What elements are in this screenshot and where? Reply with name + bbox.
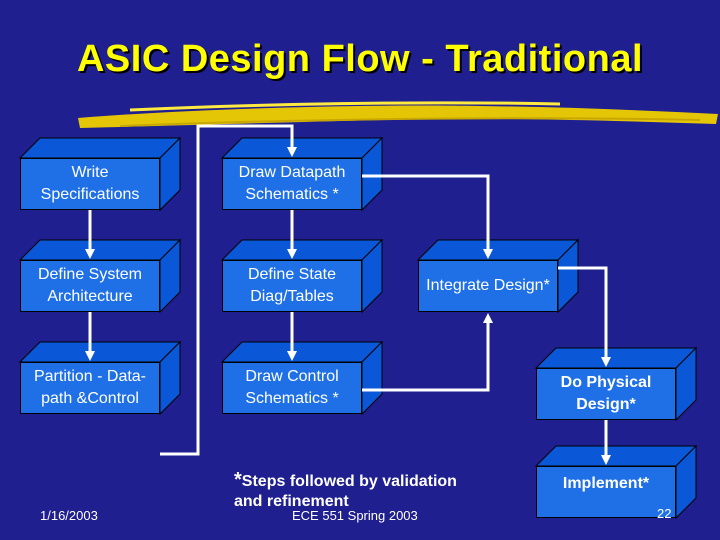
box-partition-datapath-control: Partition - Data-path &Control — [20, 362, 160, 414]
box-integrate-design: Integrate Design* — [418, 260, 558, 312]
box-implement: Implement* — [536, 466, 676, 518]
footer-page-number: 22 — [657, 506, 672, 521]
box-draw-control-schematics: Draw Control Schematics * — [222, 362, 362, 414]
box-define-system-architecture: Define System Architecture — [20, 260, 160, 312]
arrow-control-to-integrate — [362, 313, 493, 392]
loop-partition-to-datapath — [160, 124, 297, 456]
arrow-integrate-to-physical — [558, 266, 611, 367]
slide-title: ASIC Design Flow - Traditional — [76, 38, 644, 80]
footnote-line-2: and refinement — [234, 493, 349, 510]
box-write-specifications: Write Specifications — [20, 158, 160, 210]
footnote-star: * — [234, 469, 242, 491]
footer-course: ECE 551 Spring 2003 — [292, 508, 418, 523]
footnote: *Steps followed by validation and refine… — [234, 468, 457, 511]
box-depth-faces — [18, 136, 698, 520]
footer-date: 1/16/2003 — [40, 508, 98, 523]
flow-connectors — [85, 124, 611, 465]
arrow-datapath-to-integrate — [362, 174, 493, 259]
footnote-line-1: Steps followed by validation — [241, 473, 457, 490]
title-underline — [78, 101, 718, 128]
box-do-physical-design: Do Physical Design* — [536, 368, 676, 420]
box-draw-datapath-schematics: Draw Datapath Schematics * — [222, 158, 362, 210]
box-define-state-diag-tables: Define State Diag/Tables — [222, 260, 362, 312]
